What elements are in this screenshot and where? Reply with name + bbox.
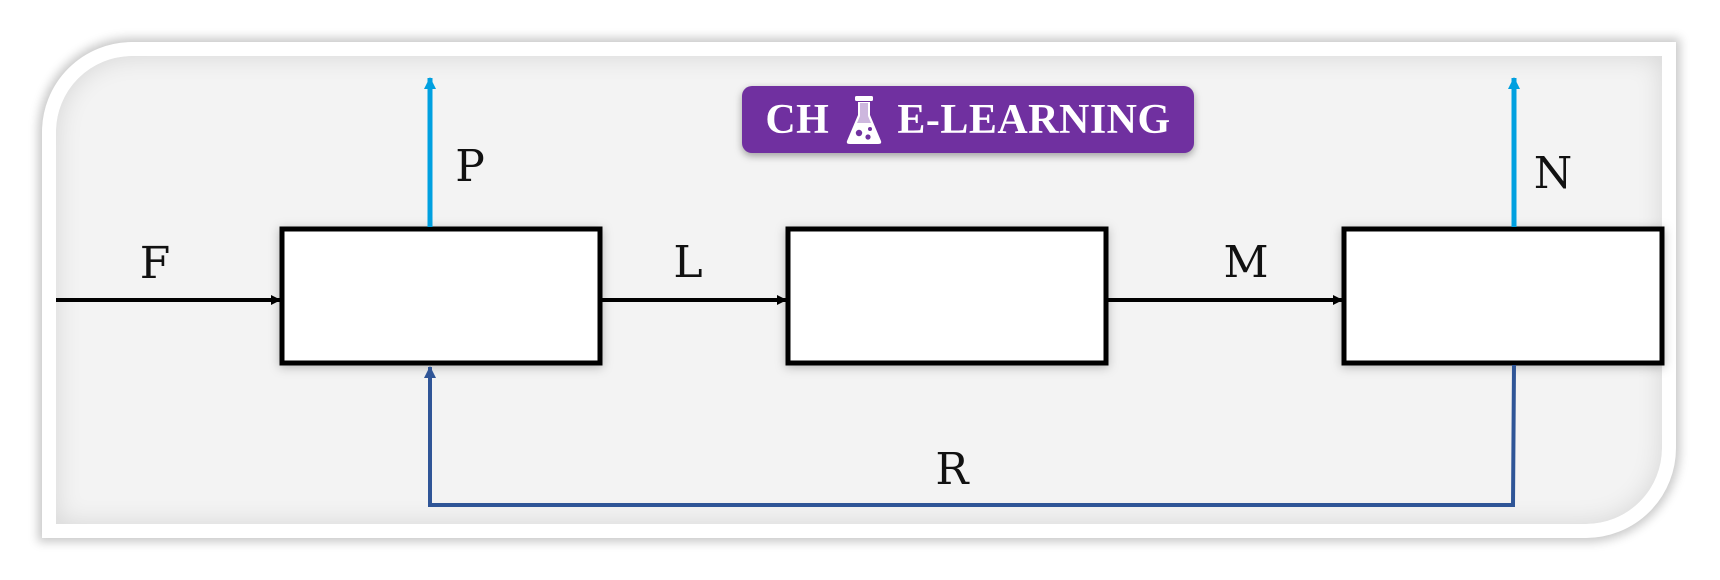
stream-m-label: M [1223, 237, 1268, 288]
stream-n-label: N [1534, 148, 1573, 199]
stream-l-label: L [673, 237, 702, 288]
stream-p-label: P [455, 141, 485, 192]
process-block-3 [1341, 226, 1665, 366]
flask-icon [845, 95, 883, 145]
stream-r-arrow [424, 364, 1516, 507]
logo-badge: CH E-LEARNING [742, 86, 1194, 153]
logo-text-right: E-LEARNING [897, 96, 1171, 143]
logo-text-left: CH [765, 96, 830, 143]
process-block-2 [785, 226, 1109, 366]
stream-f-label: F [140, 238, 171, 289]
stream-r-label: R [935, 444, 970, 495]
process-block-1 [279, 226, 603, 366]
